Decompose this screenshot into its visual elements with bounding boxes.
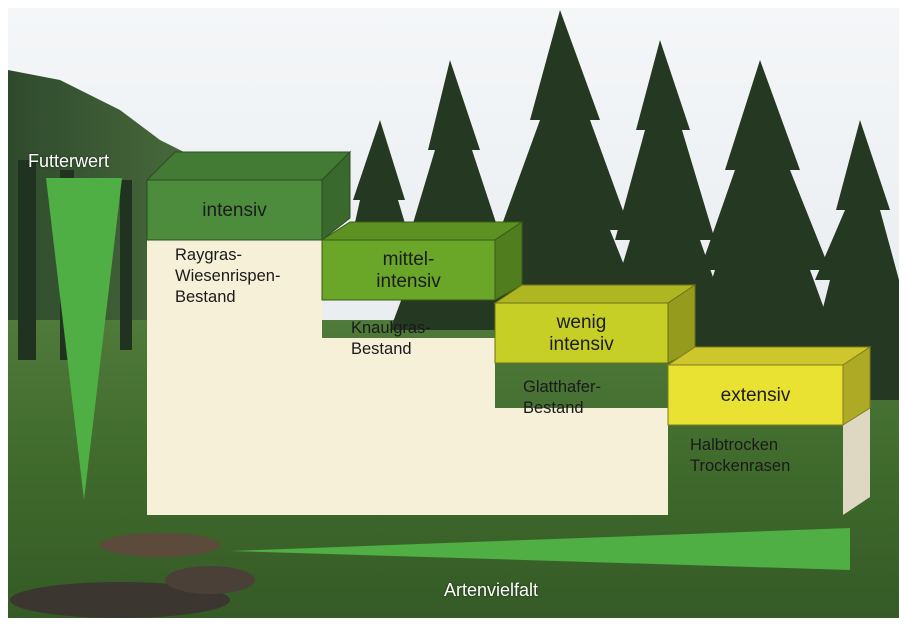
artenvielfalt-label: Artenvielfalt (444, 580, 539, 600)
artenvielfalt-triangle (230, 528, 850, 570)
description-panel (147, 240, 870, 515)
step-label-wenig-intensiv: wenig intensiv (549, 312, 614, 355)
description-intensiv: Raygras- Wiesenrispen- Bestand (175, 246, 281, 306)
step-mittel-intensiv (320, 221, 524, 301)
foreground-rocks (10, 533, 255, 618)
description-mittel-intensiv: Knaulgras- Bestand (351, 319, 431, 358)
description-wenig-intensiv: Glatthafer- Bestand (523, 378, 601, 417)
step-label-extensiv: extensiv (720, 385, 791, 406)
futterwert-triangle (46, 178, 122, 500)
step-label-intensiv: intensiv (202, 200, 267, 221)
description-extensiv: Halbtrocken Trockenrasen (690, 436, 791, 475)
step-label-mittel-intensiv: mittel- intensiv (376, 249, 441, 292)
step-intensiv (145, 150, 352, 242)
futterwert-label: Futterwert (28, 151, 110, 171)
step-wenig-intensiv (493, 284, 697, 364)
step-extensiv (666, 346, 872, 426)
